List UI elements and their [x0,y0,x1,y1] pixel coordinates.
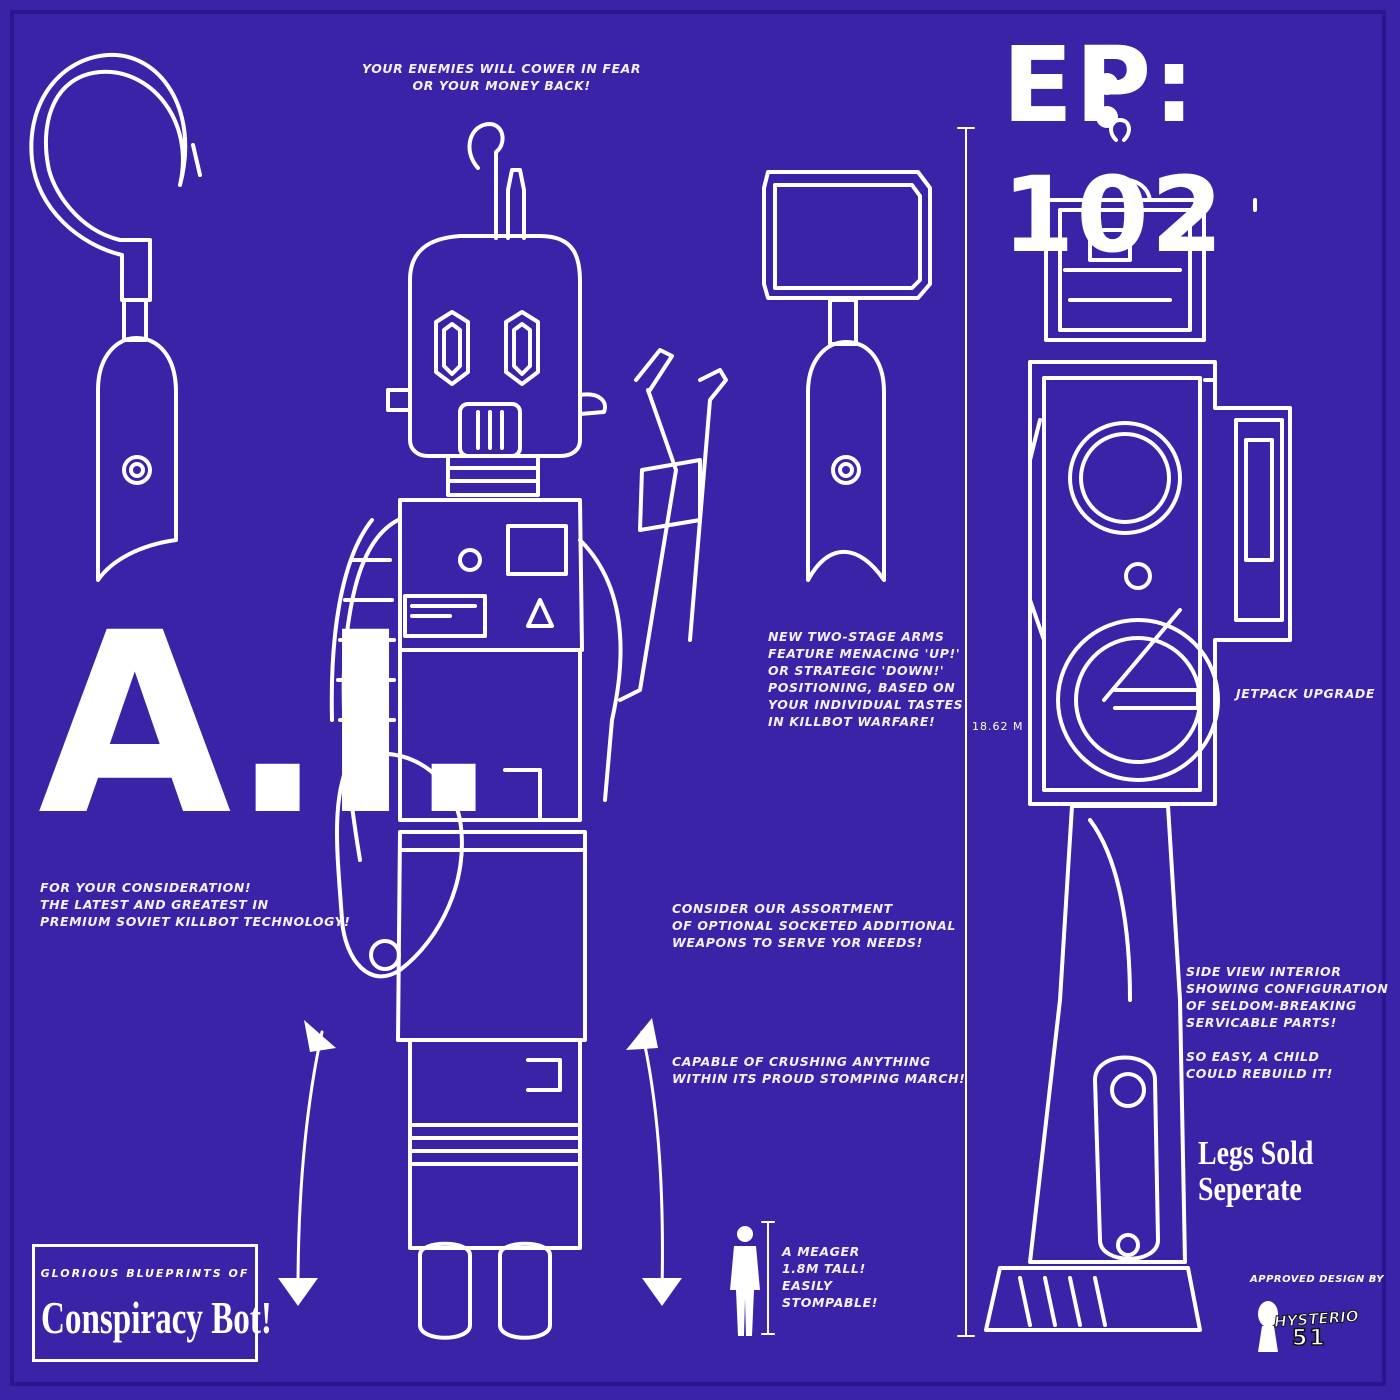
episode-number: EP: 102 [1002,24,1226,276]
alien-logo-icon [1258,1301,1278,1352]
approved-label: APPROVED DESIGN BY [1250,1274,1385,1285]
caption-meager: A MEAGER 1.8M TALL! EASILY STOMPABLE! [782,1244,879,1310]
caption-arms: NEW TWO-STAGE ARMS FEATURE MENACING 'UP!… [768,629,964,729]
legs-sold-separate: Legs Sold Seperate [1198,1135,1314,1208]
robot-side-icon [984,118,1292,1332]
arrowhead-right-top [626,1018,658,1050]
title-box: GLORIOUS BLUEPRINTS OF Conspiracy Bot! [32,1244,272,1362]
height-label: 18.62 M [972,720,1024,733]
poster-border [10,10,1386,1386]
hook-arm-icon [29,52,202,582]
robot-front-icon [329,122,728,1340]
arrowhead-left-top [304,1020,336,1052]
height-dimension-line [957,127,975,1337]
caption-crushing: CAPABLE OF CRUSHING ANYTHING WITHIN ITS … [672,1054,966,1086]
arrowhead-left-bottom [278,1278,318,1306]
human-scale-icon [730,1226,760,1336]
caption-enemies: YOUR ENEMIES WILL COWER IN FEAR OR YOUR … [362,61,642,93]
caption-consideration: FOR YOUR CONSIDERATION! THE LATEST AND G… [40,880,351,929]
arrow-left-icon [296,1030,324,1292]
arrow-right-icon [640,1030,664,1292]
caption-easy: SO EASY, A CHILD COULD REBUILD IT! [1186,1049,1333,1081]
hysterio-logo: HYSTERIO 51 [1252,1296,1364,1356]
caption-weapons: CONSIDER OUR ASSORTMENT OF OPTIONAL SOCK… [672,901,956,950]
skull-dot-bottom [1096,106,1118,128]
title-main: Conspiracy Bot! [41,1292,272,1343]
skull-dot-top [1096,73,1118,95]
caption-jetpack: JETPACK UPGRADE [1236,686,1376,701]
title-subtitle: GLORIOUS BLUEPRINTS OF [40,1267,250,1280]
logo-number: 51 [1291,1325,1327,1352]
caption-side-view: SIDE VIEW INTERIOR SHOWING CONFIGURATION… [1186,964,1389,1030]
big-title: A.I. [38,579,501,870]
human-scale-line [761,1221,775,1335]
arrowhead-right-bottom [642,1278,682,1306]
hammer-arm-icon [762,170,932,582]
